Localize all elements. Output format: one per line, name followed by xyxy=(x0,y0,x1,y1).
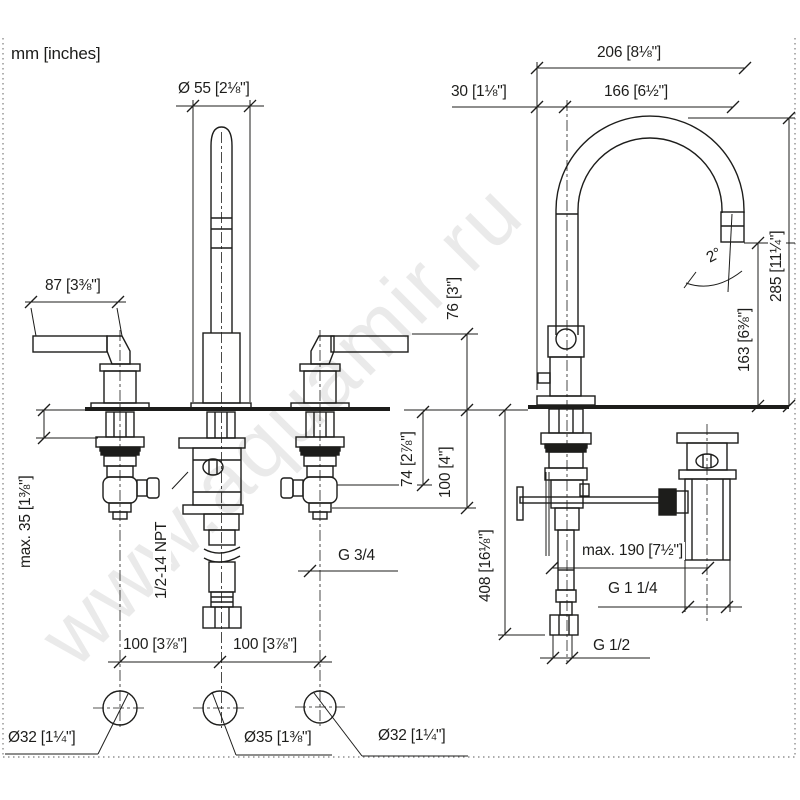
sheet-border xyxy=(2,38,796,758)
dim-drain-rod-reach: max. 190 [7½"] xyxy=(580,542,685,560)
dim-back-offset: 30 [1⅛"] xyxy=(449,83,509,101)
centerlines xyxy=(93,100,708,728)
dim-hole-right-diameter: Ø32 [1¼"] xyxy=(376,727,448,745)
dim-overall-projection: 206 [8⅛"] xyxy=(595,44,664,62)
dim-handle-height: 76 [3"] xyxy=(445,275,463,322)
dim-hole-center-diameter: Ø35 [1⅜"] xyxy=(242,729,314,747)
dim-max-deck-thickness: max. 35 [1⅜"] xyxy=(17,473,35,570)
units-note: mm [inches] xyxy=(9,44,103,63)
dim-body-depth: 100 [4"] xyxy=(437,444,455,500)
dim-spout-height: 285 [11¼"] xyxy=(768,228,786,304)
front-view-linework xyxy=(32,126,409,726)
label-supply-connection-thread: G 1/2 xyxy=(591,637,632,655)
label-drain-thread: G 1 1/4 xyxy=(606,580,660,598)
label-supply-thread: 1/2-14 NPT xyxy=(153,519,171,601)
dim-spout-diameter: Ø 55 [2⅛"] xyxy=(176,80,252,98)
side-view-linework xyxy=(516,115,789,636)
dim-supply-tube-length: 408 [16⅛"] xyxy=(477,527,495,604)
dimension-lines xyxy=(5,62,795,757)
dim-handle-length: 87 [3⅜"] xyxy=(43,277,103,295)
dimension-ticks xyxy=(24,61,796,669)
dim-hole-spacing-left: 100 [3⅞"] xyxy=(121,636,190,654)
dim-aerator-height: 163 [6⅜"] xyxy=(736,305,754,374)
dim-outlet-depth: 74 [2⅞"] xyxy=(399,429,417,489)
dim-hole-spacing-right: 100 [3⅞"] xyxy=(231,636,300,654)
dim-spout-reach: 166 [6½"] xyxy=(602,83,671,101)
dim-hole-left-diameter: Ø32 [1¼"] xyxy=(6,729,78,747)
label-side-outlet-thread: G 3/4 xyxy=(336,547,377,565)
